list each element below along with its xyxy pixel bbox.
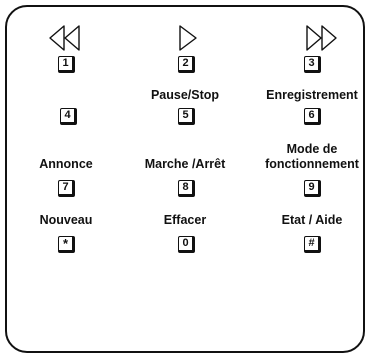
key-9[interactable]: 9 xyxy=(304,180,321,197)
label-pause-stop: Pause/Stop xyxy=(150,88,220,102)
key-6[interactable]: 6 xyxy=(304,108,321,125)
key-4[interactable]: 4 xyxy=(60,108,77,125)
label-annonce: Annonce xyxy=(39,157,93,171)
key-star[interactable]: * xyxy=(58,236,75,253)
play-icon[interactable] xyxy=(177,24,199,52)
key-7[interactable]: 7 xyxy=(58,180,75,197)
label-marche-arret: Marche /Arrêt xyxy=(144,157,226,171)
label-nouveau: Nouveau xyxy=(39,213,93,227)
key-hash[interactable]: # xyxy=(304,236,321,253)
key-5[interactable]: 5 xyxy=(178,108,195,125)
key-1[interactable]: 1 xyxy=(58,56,75,73)
key-8[interactable]: 8 xyxy=(178,180,195,197)
label-mode-line2: fonctionnement xyxy=(265,157,359,171)
rewind-icon[interactable] xyxy=(48,24,82,52)
label-effacer: Effacer xyxy=(163,213,207,227)
key-2[interactable]: 2 xyxy=(178,56,195,73)
fast-forward-icon[interactable] xyxy=(304,24,338,52)
label-enregistrement: Enregistrement xyxy=(266,88,358,102)
key-0[interactable]: 0 xyxy=(178,236,195,253)
key-3[interactable]: 3 xyxy=(304,56,321,73)
label-mode-line1: Mode de xyxy=(286,142,338,156)
label-etat-aide: Etat / Aide xyxy=(281,213,343,227)
